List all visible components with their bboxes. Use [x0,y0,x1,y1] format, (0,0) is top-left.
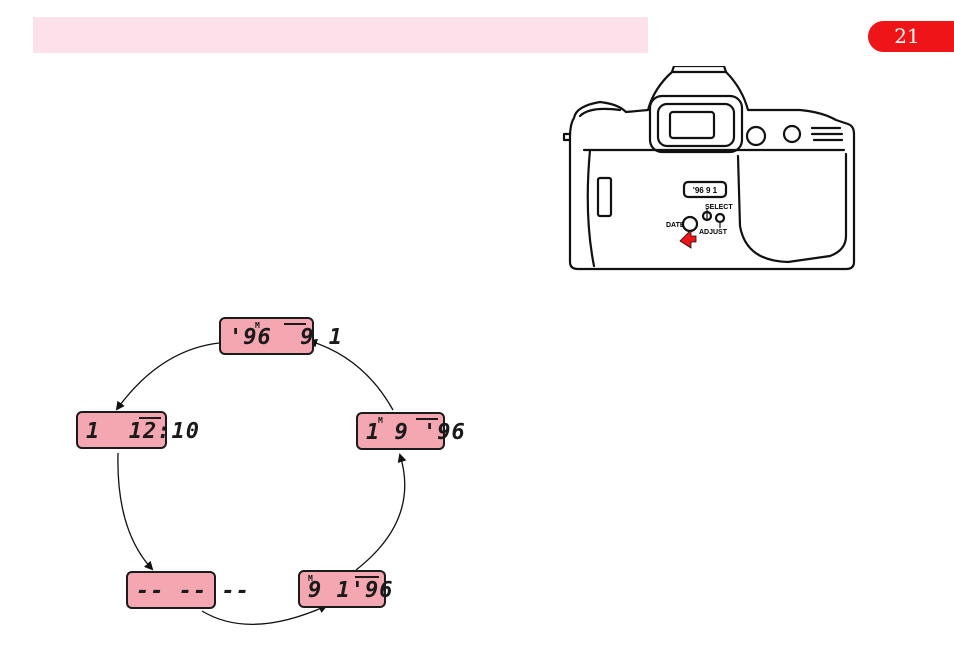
lcd-display-day-month-year: 1 9 '96 M [356,412,445,450]
camera-back-illustration: '96 9 1 SELECT DATE ADJUST [560,66,856,274]
lcd-month-marker: M [255,322,260,330]
lcd-text: '96 9 1 [229,327,343,349]
header-bar [33,17,648,53]
lcd-text: 9 1'96 [308,580,393,602]
lcd-display-day-time: 1 12:10 [76,411,167,449]
page-number: 21 [868,25,946,47]
camera-window-text: '96 9 1 [693,186,718,195]
lcd-text: -- -- -- [136,581,250,603]
lcd-indicator-bar [416,418,438,420]
lcd-text: 1 12:10 [86,421,200,443]
date-label: DATE [666,222,685,229]
lcd-display-year-month-day: '96 9 1 M [219,317,314,355]
select-label: SELECT [705,204,733,211]
date-button-arrow-icon [680,230,696,248]
lcd-indicator-bar [284,323,306,325]
lcd-month-marker: M [308,575,313,583]
lcd-month-marker: M [378,417,383,425]
page-number-tab: 21 [868,21,954,52]
lcd-indicator-bar [139,417,161,419]
lcd-indicator-bar [355,576,379,578]
lcd-display-off: -- -- -- [126,571,216,609]
lcd-text: 1 9 '96 [366,422,466,444]
lcd-display-month-day-year: 9 1'96 M [298,570,386,608]
adjust-label: ADJUST [699,229,728,236]
